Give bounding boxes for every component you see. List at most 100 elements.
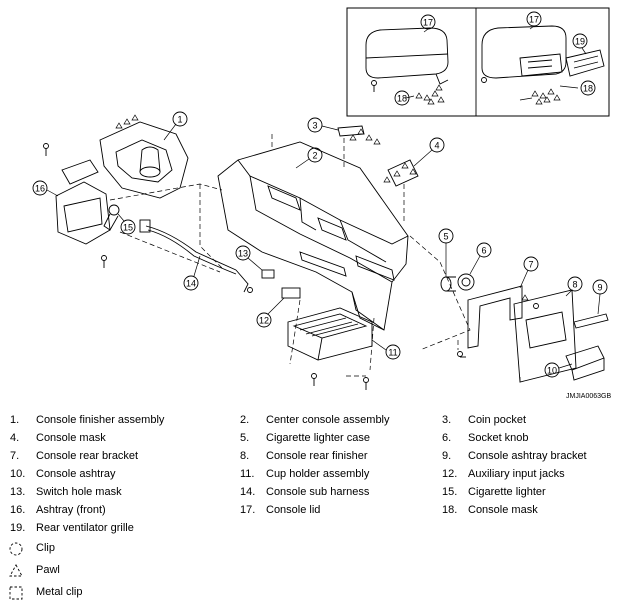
legend-num: 16. bbox=[10, 504, 26, 516]
console-rear-finisher bbox=[513, 289, 577, 383]
callout-2: 2 bbox=[295, 147, 323, 169]
symbol-metal-clip: Metal clip bbox=[0, 585, 120, 601]
svg-text:3: 3 bbox=[312, 121, 317, 131]
symbol-label: Clip bbox=[36, 542, 55, 554]
svg-text:4: 4 bbox=[434, 141, 439, 151]
svg-text:1: 1 bbox=[177, 115, 182, 125]
svg-text:9: 9 bbox=[597, 283, 602, 293]
legend-num: 1. bbox=[10, 414, 20, 426]
legend-label: Console ashtray bbox=[36, 468, 116, 480]
svg-text:6: 6 bbox=[481, 246, 486, 256]
legend-num: 14. bbox=[240, 486, 256, 498]
callout-11: 11 bbox=[371, 339, 401, 360]
legend-label: Console lid bbox=[266, 504, 321, 516]
callout-16: 16 bbox=[32, 180, 59, 197]
legend-label: Center console assembly bbox=[266, 414, 390, 426]
inset-pawls bbox=[405, 84, 579, 105]
legend-label: Console rear finisher bbox=[266, 450, 368, 462]
pawl-icon bbox=[9, 564, 23, 577]
callout-3: 3 bbox=[307, 117, 339, 133]
exploded-view-diagram: 1 2 3 4 5 6 7 8 9 10 11 12 13 14 15 16 1… bbox=[32, 7, 611, 400]
center-console-body bbox=[217, 141, 409, 331]
inset-callout-17b: 17 bbox=[526, 11, 542, 30]
callout-5: 5 bbox=[438, 228, 454, 277]
inset-callout-18a: 18 bbox=[394, 90, 410, 106]
svg-text:17: 17 bbox=[423, 18, 433, 28]
svg-text:17: 17 bbox=[529, 15, 539, 25]
legend-num: 5. bbox=[240, 432, 250, 444]
lighter-case-and-knob bbox=[440, 273, 475, 292]
console-finisher-assembly bbox=[99, 121, 189, 199]
symbol-clip: Clip bbox=[0, 541, 120, 557]
legend-num: 17. bbox=[240, 504, 256, 516]
symbol-pawl: Pawl bbox=[0, 563, 120, 579]
symbol-label: Pawl bbox=[36, 564, 60, 576]
console-ashtray-bracket bbox=[573, 313, 609, 329]
legend-label: Console sub harness bbox=[266, 486, 370, 498]
pawls bbox=[115, 114, 529, 301]
legend-label: Cup holder assembly bbox=[266, 468, 370, 480]
legend-label: Socket knob bbox=[468, 432, 529, 444]
cigarette-lighter-part bbox=[103, 204, 120, 231]
legend-num: 7. bbox=[10, 450, 20, 462]
inset-console-lid-with-grille bbox=[481, 25, 605, 83]
legend-num: 13. bbox=[10, 486, 26, 498]
image-code: JMJIA0063GB bbox=[566, 393, 611, 400]
legend-num: 9. bbox=[442, 450, 452, 462]
inset-callout-17a: 17 bbox=[420, 14, 436, 33]
legend-num: 8. bbox=[240, 450, 250, 462]
svg-text:15: 15 bbox=[123, 223, 133, 233]
legend-label: Switch hole mask bbox=[36, 486, 122, 498]
inset-callout-18b: 18 bbox=[580, 80, 596, 96]
legend-num: 12. bbox=[442, 468, 458, 480]
svg-text:7: 7 bbox=[528, 260, 533, 270]
callout-12: 12 bbox=[256, 297, 285, 328]
svg-text:16: 16 bbox=[35, 184, 45, 194]
legend-label: Console mask bbox=[36, 432, 106, 444]
callout-4: 4 bbox=[413, 137, 445, 167]
legend-num: 3. bbox=[442, 414, 452, 426]
legend-label: Auxiliary input jacks bbox=[468, 468, 565, 480]
legend-label: Cigarette lighter bbox=[468, 486, 546, 498]
symbol-label: Metal clip bbox=[36, 586, 83, 598]
svg-text:18: 18 bbox=[583, 84, 593, 94]
inset-frame bbox=[346, 7, 610, 117]
svg-text:18: 18 bbox=[397, 94, 407, 104]
legend-label: Console ashtray bracket bbox=[468, 450, 587, 462]
screws bbox=[43, 143, 539, 390]
legend-num: 15. bbox=[442, 486, 458, 498]
console-rear-bracket bbox=[467, 285, 523, 349]
legend-label: Console rear bracket bbox=[36, 450, 139, 462]
callout-13: 13 bbox=[235, 245, 263, 271]
callout-9: 9 bbox=[592, 279, 608, 315]
legend-num: 10. bbox=[10, 468, 26, 480]
legend-num: 11. bbox=[240, 468, 255, 480]
legend-label: Coin pocket bbox=[468, 414, 527, 426]
callout-1: 1 bbox=[163, 111, 188, 141]
legend-num: 19. bbox=[10, 522, 26, 534]
alignment-lines bbox=[109, 134, 521, 382]
callout-8: 8 bbox=[565, 276, 583, 297]
svg-text:13: 13 bbox=[238, 249, 248, 259]
callout-10: 10 bbox=[544, 362, 573, 378]
callout-14: 14 bbox=[183, 255, 201, 291]
svg-text:8: 8 bbox=[572, 280, 577, 290]
console-mask-part bbox=[387, 159, 419, 187]
svg-text:2: 2 bbox=[312, 151, 317, 161]
legend-num: 18. bbox=[442, 504, 458, 516]
legend-label: Ashtray (front) bbox=[36, 504, 106, 516]
legend-label: Cigarette lighter case bbox=[266, 432, 370, 444]
legend-label: Rear ventilator grille bbox=[36, 522, 134, 534]
legend-label: Console finisher assembly bbox=[36, 414, 165, 426]
svg-text:5: 5 bbox=[443, 232, 448, 242]
inset-callout-19: 19 bbox=[572, 33, 588, 55]
switch-hole-mask bbox=[261, 269, 275, 279]
metal-clip-icon bbox=[9, 586, 23, 600]
console-sub-harness bbox=[139, 219, 249, 293]
callout-15: 15 bbox=[117, 213, 136, 235]
svg-text:12: 12 bbox=[259, 316, 269, 326]
console-ashtray bbox=[565, 345, 605, 381]
auxiliary-input-jacks bbox=[281, 287, 301, 299]
legend-label: Console mask bbox=[468, 504, 538, 516]
svg-text:19: 19 bbox=[575, 37, 585, 47]
